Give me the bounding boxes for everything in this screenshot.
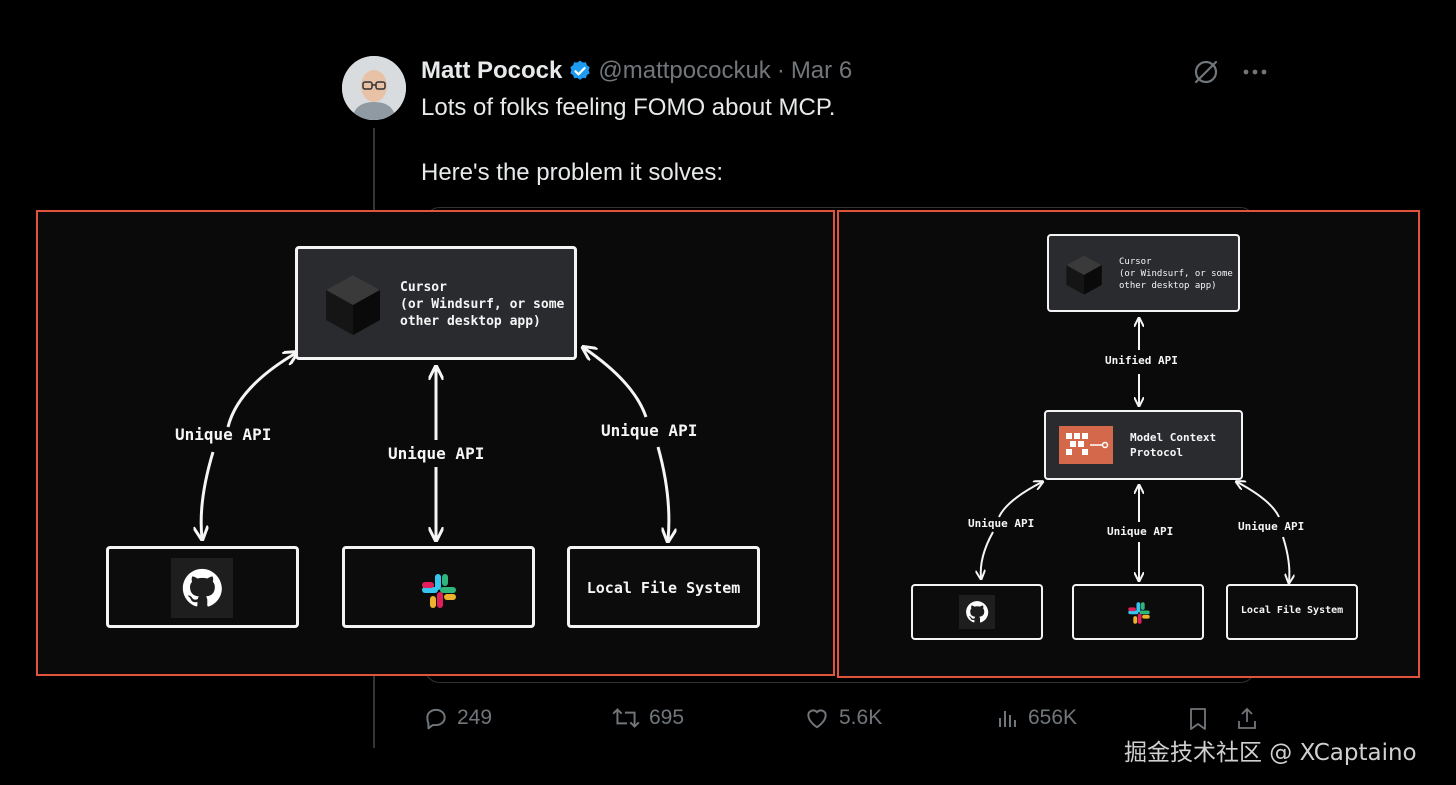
cursor-title: Cursor [400,280,447,295]
api-label: Unique API [1238,520,1305,533]
local-file-system-box: Local File System [1226,584,1358,640]
reply-count: 249 [457,706,493,729]
cursor-box-text: Cursor (or Windsurf, or some other deskt… [400,279,564,330]
local-file-system-label: Local File System [1240,605,1344,616]
repost-button[interactable]: 695 [611,705,684,731]
grok-icon[interactable] [1192,58,1220,86]
cursor-logo-icon [1066,255,1102,295]
repost-count: 695 [649,706,685,729]
api-label: Unique API [388,444,485,463]
cursor-title: Cursor [1119,257,1152,267]
views-button[interactable]: 656K [996,705,1077,731]
heart-icon [807,709,827,729]
diagram-with-mcp: Cursor (or Windsurf, or some other deskt… [837,210,1420,678]
tweet-text: Lots of folks feeling FOMO about MCP. He… [421,92,835,189]
tweet-top-actions [1192,58,1268,86]
api-label: Unique API [968,517,1035,530]
tweet-date[interactable]: Mar 6 [790,57,853,84]
cursor-subtitle: other desktop app) [400,314,541,329]
separator-dot: · [776,57,785,84]
local-file-system-label: Local File System [586,579,741,597]
github-box [106,546,299,628]
watermark-text: 掘金技术社区 @ XCaptaino [1124,740,1417,766]
github-icon [959,595,995,629]
cursor-box-text: Cursor (or Windsurf, or some other deskt… [1119,256,1233,292]
mcp-box: Model Context Protocol [1044,410,1243,480]
api-label: Unique API [175,425,272,444]
cursor-logo-icon [326,275,380,335]
reply-icon [426,708,446,730]
bookmark-button[interactable] [1186,705,1210,733]
tweet-text-line: Lots of folks feeling FOMO about MCP. [421,94,836,121]
verified-badge-icon [568,59,592,83]
tweet-text-line: Here's the problem it solves: [421,159,724,186]
slack-icon [1128,602,1150,624]
mcp-title: Model Context [1130,431,1217,444]
repost-icon [612,708,640,728]
api-label: Unique API [1107,525,1174,538]
cursor-subtitle: (or Windsurf, or some [400,297,565,312]
share-button[interactable] [1235,705,1259,733]
cursor-subtitle: other desktop app) [1119,281,1217,291]
slack-icon [422,574,456,608]
unified-api-label: Unified API [1105,354,1178,367]
cursor-app-box: Cursor (or Windsurf, or some other deskt… [1047,234,1240,312]
mcp-box-text: Model Context Protocol [1130,430,1216,460]
mcp-title: Protocol [1130,446,1183,459]
mcp-logo-icon [1059,426,1113,464]
views-chart-icon [999,711,1016,727]
like-button[interactable]: 5.6K [803,705,882,731]
tweet-action-bar: 249 695 5.6K 656K [421,705,1266,735]
like-count: 5.6K [839,706,883,729]
github-icon [171,558,233,618]
bookmark-icon [1190,708,1206,730]
local-file-system-box: Local File System [567,546,760,628]
author-display-name[interactable]: Matt Pocock [421,57,563,84]
diagram-without-mcp: Cursor (or Windsurf, or some other deskt… [36,210,835,676]
reply-button[interactable]: 249 [423,705,492,731]
api-label: Unique API [601,421,698,440]
author-handle[interactable]: @mattpocockuk [598,57,771,84]
slack-box [342,546,535,628]
tweet-header: Matt Pocock @mattpocockuk · Mar 6 [421,56,852,86]
cursor-app-box: Cursor (or Windsurf, or some other deskt… [295,246,577,360]
github-box [911,584,1043,640]
more-options-icon[interactable] [1242,67,1268,77]
share-icon [1238,707,1256,729]
author-avatar[interactable] [342,56,406,120]
cursor-subtitle: (or Windsurf, or some [1119,269,1233,279]
views-count: 656K [1028,706,1078,729]
slack-box [1072,584,1204,640]
